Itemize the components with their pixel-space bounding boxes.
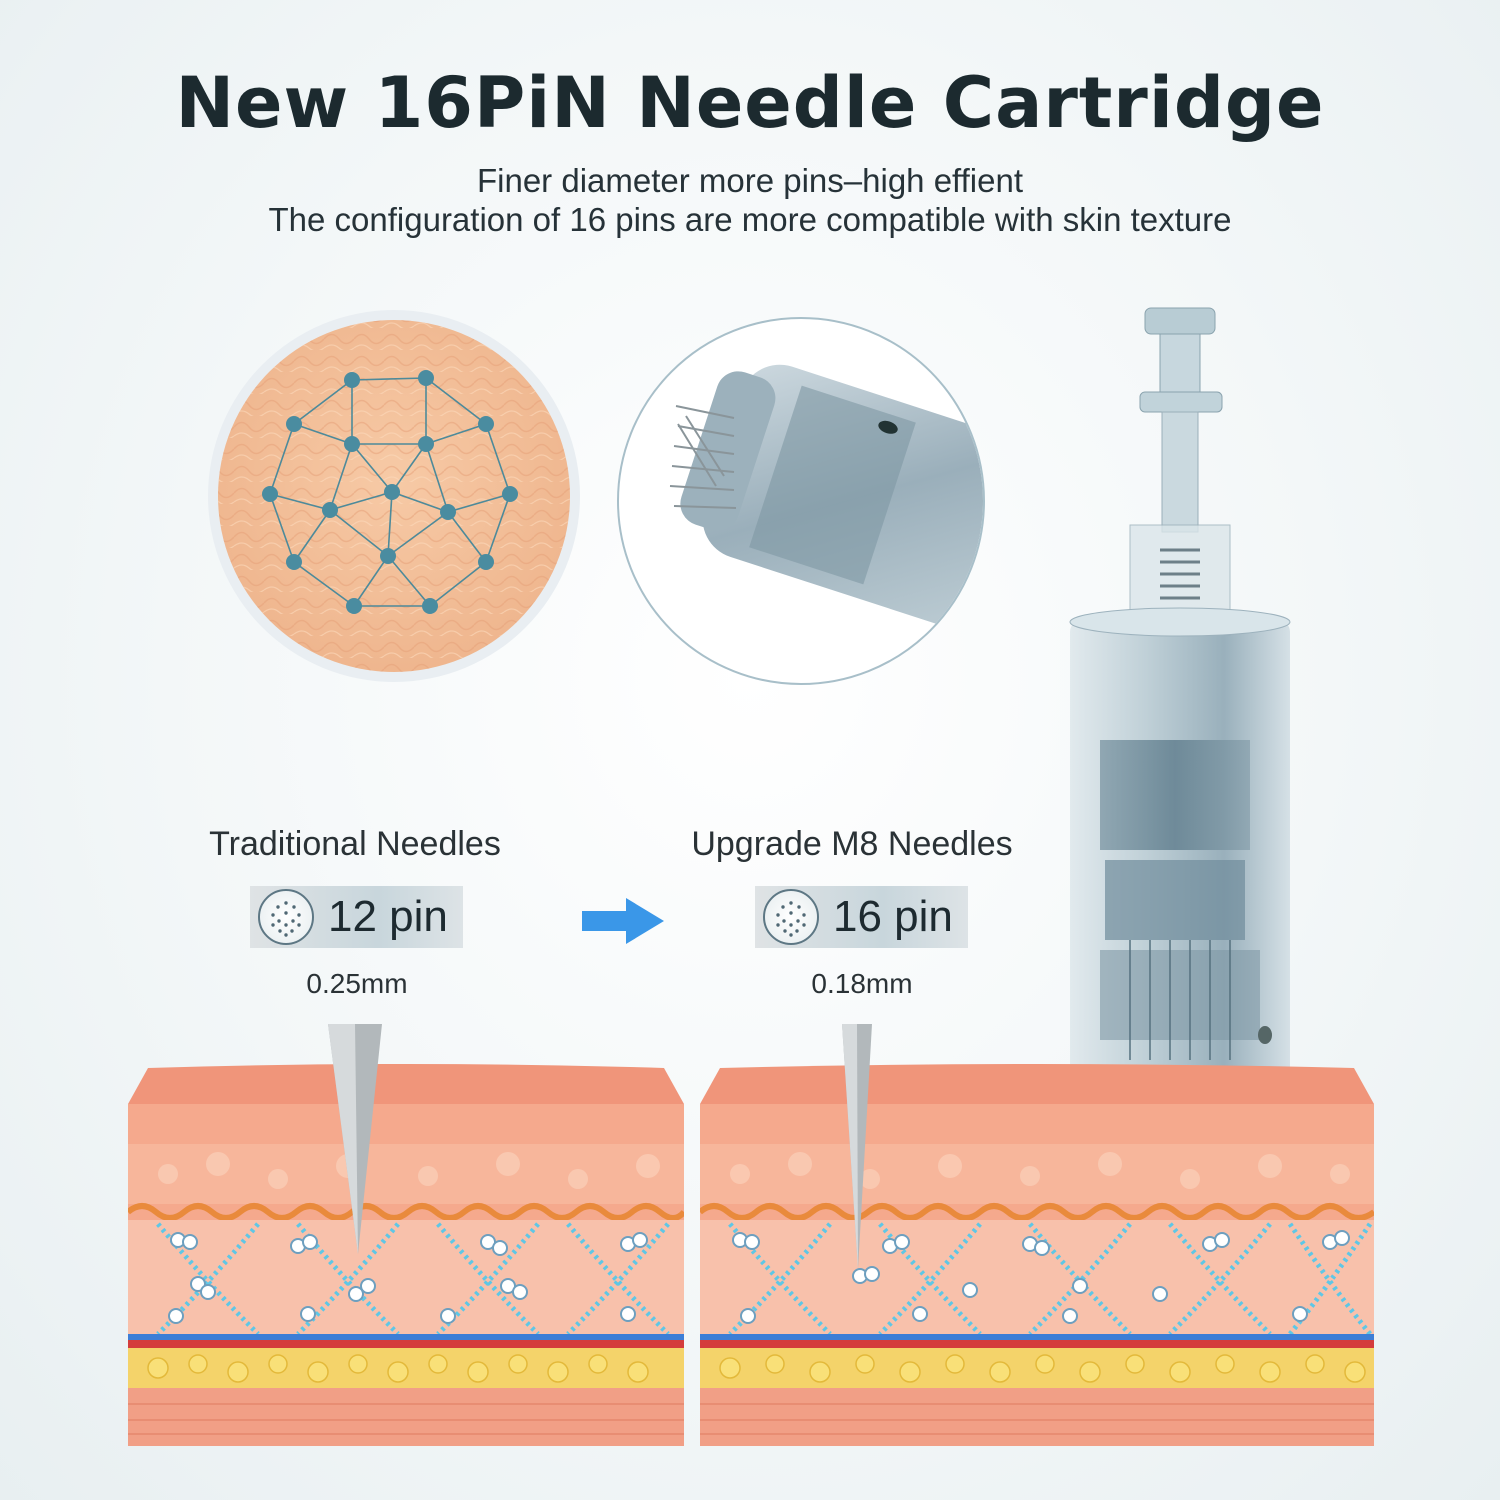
right-arrow-icon bbox=[582, 898, 664, 944]
needle-head-icon bbox=[258, 889, 314, 945]
needle-head-icon bbox=[763, 889, 819, 945]
cartridge-closeup-illustration bbox=[617, 317, 985, 685]
needle-cartridge-product bbox=[1069, 307, 1291, 1129]
traditional-pin-count: 12 pin bbox=[328, 892, 448, 941]
subtitle-line-1: Finer diameter more pins–high effient bbox=[476, 162, 1023, 199]
traditional-needles-label: Traditional Needles bbox=[209, 825, 501, 863]
page-title: New 16PiN Needle Cartridge bbox=[175, 62, 1325, 144]
upgrade-pin-badge: 16 pin bbox=[755, 886, 968, 948]
traditional-pin-badge: 12 pin bbox=[250, 886, 463, 948]
needle-pins-icon bbox=[776, 901, 806, 937]
skin-cross-section-upgrade bbox=[700, 1024, 1374, 1446]
skin-network-illustration bbox=[208, 310, 580, 682]
upgrade-diameter: 0.18mm bbox=[811, 968, 913, 999]
traditional-diameter: 0.25mm bbox=[306, 968, 408, 999]
subtitle-line-2: The configuration of 16 pins are more co… bbox=[268, 201, 1232, 238]
skin-cross-section-traditional bbox=[128, 1024, 684, 1446]
upgrade-needles-label: Upgrade M8 Needles bbox=[691, 825, 1013, 863]
upgrade-pin-count: 16 pin bbox=[833, 892, 953, 941]
needle-pins-icon bbox=[271, 901, 301, 937]
